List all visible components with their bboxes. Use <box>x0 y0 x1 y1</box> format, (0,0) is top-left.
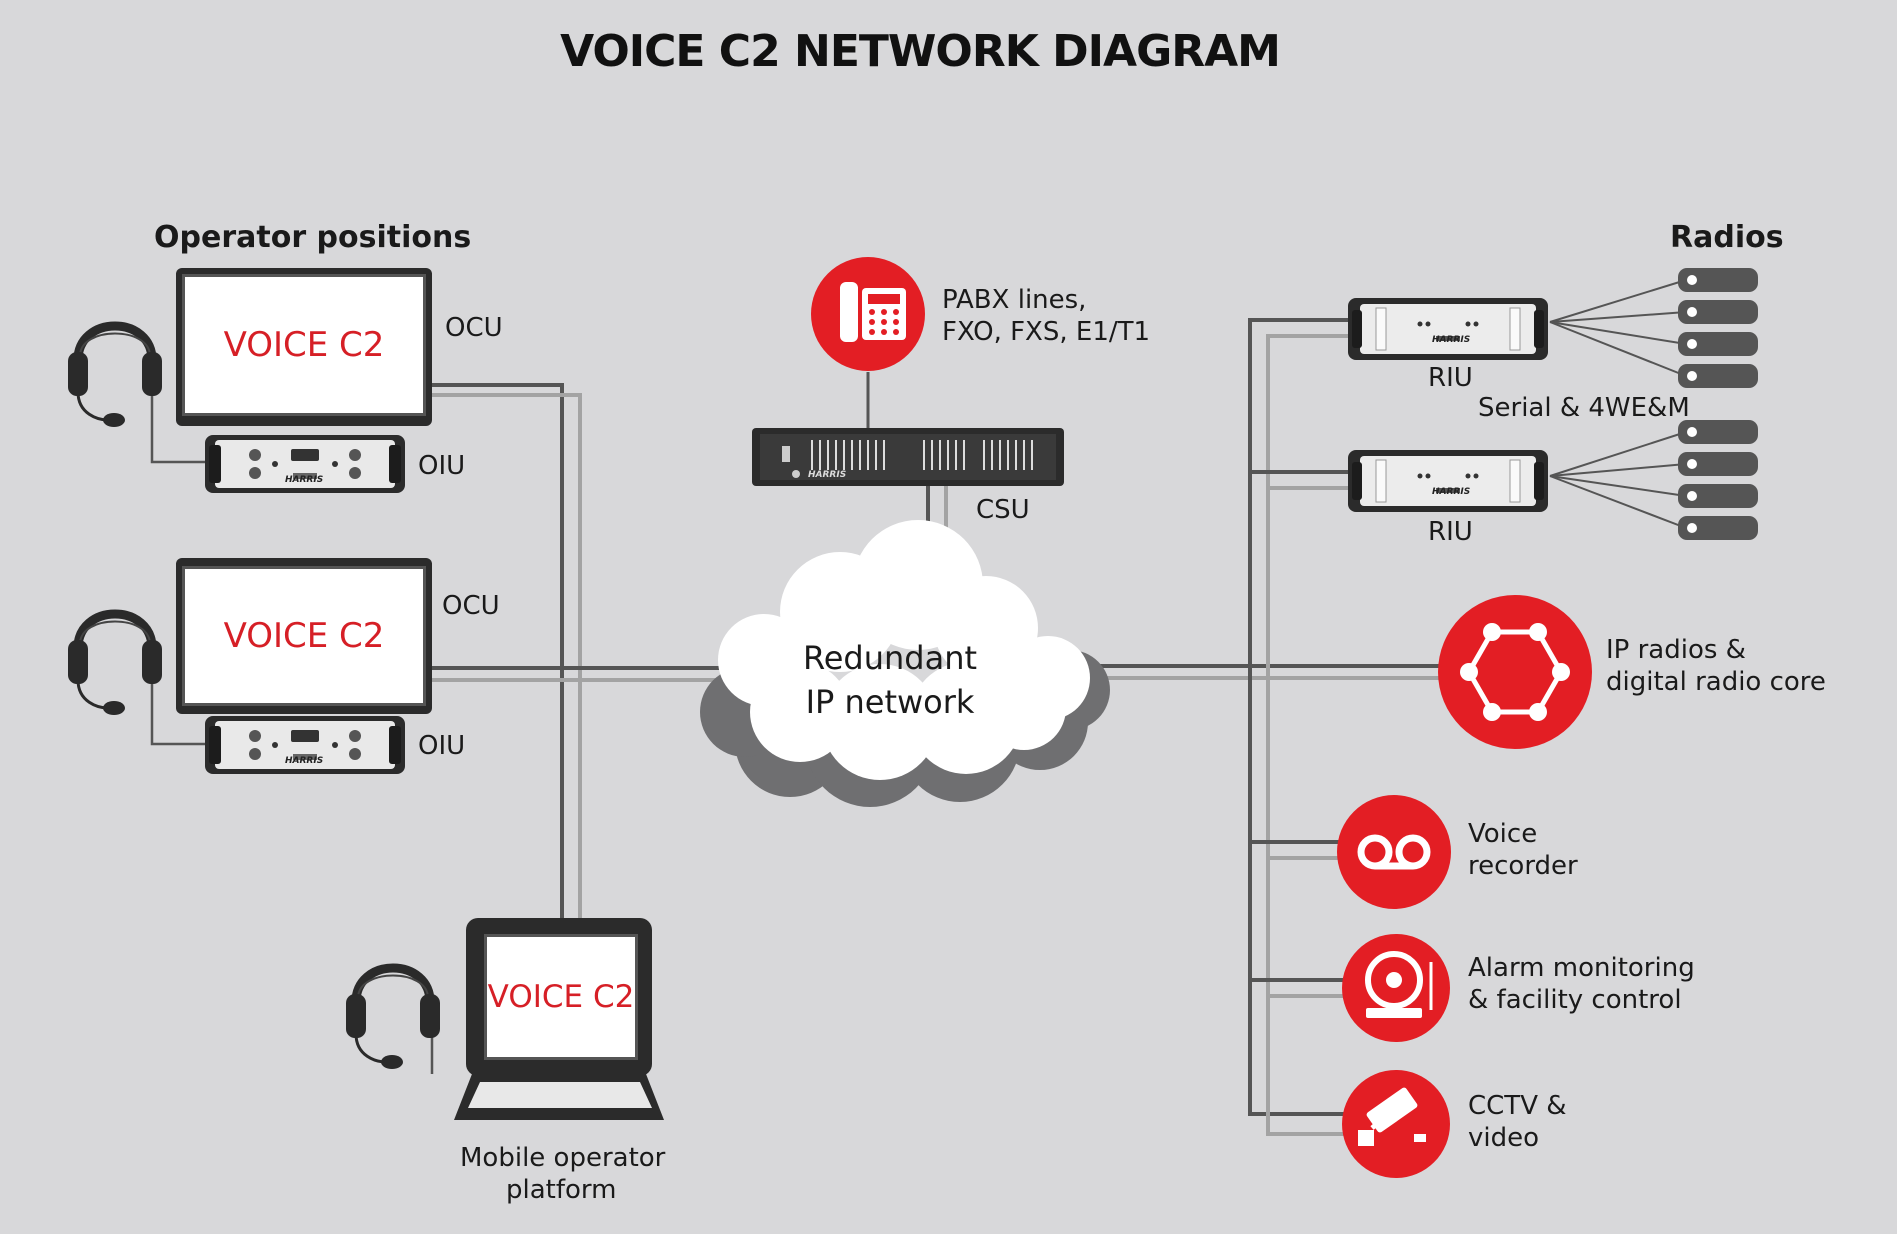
cloud-label-line-1: Redundant <box>802 639 978 677</box>
riu-brand-2: HARRIS <box>1432 487 1471 497</box>
riu-unit-1 <box>1347 297 1549 361</box>
ocu-label-1: OCU <box>445 313 503 343</box>
headset-icon <box>68 614 162 715</box>
mobile-label-line-2: platform <box>506 1175 617 1205</box>
operator-positions-header: Operator positions <box>154 220 472 255</box>
laptop-screen: VOICE C2 <box>484 934 638 1060</box>
oiu-brand-1: HARRIS <box>285 475 324 485</box>
redundant-ip-network-cloud <box>700 520 1110 807</box>
pabx-label-line-1: PABX lines, <box>942 285 1087 315</box>
alarm-bell-icon <box>1342 934 1450 1042</box>
ip-radios-label-line-1: IP radios & <box>1606 635 1746 665</box>
riu-brand-1: HARRIS <box>1432 335 1471 345</box>
radios-header: Radios <box>1670 220 1784 255</box>
headset-icon <box>346 968 440 1069</box>
pabx-label-line-2: FXO, FXS, E1/T1 <box>942 317 1151 347</box>
cloud-label-line-2: IP network <box>805 683 975 721</box>
left-connection-lines <box>150 383 735 1074</box>
ocu-screen-1: VOICE C2 <box>182 274 426 416</box>
pabx-phone-icon <box>811 257 925 371</box>
csu-label: CSU <box>976 495 1030 525</box>
riu-unit-2 <box>1347 449 1549 513</box>
ip-radios-label-line-2: digital radio core <box>1606 667 1826 697</box>
alarm-label-line-2: & facility control <box>1468 985 1682 1015</box>
csu-rack-unit <box>752 428 1064 486</box>
page-title: VOICE C2 NETWORK DIAGRAM <box>560 26 1281 77</box>
serial-label: Serial & 4WE&M <box>1478 393 1690 423</box>
cctv-label-line-1: CCTV & <box>1468 1091 1567 1121</box>
mobile-label-line-1: Mobile operator <box>460 1143 666 1173</box>
csu-brand: HARRIS <box>808 470 847 480</box>
ip-radios-network-icon <box>1438 595 1592 749</box>
oiu-label-1: OIU <box>418 451 466 481</box>
ocu-label-2: OCU <box>442 591 500 621</box>
cloud-label: Redundant IP network <box>780 636 1000 724</box>
alarm-label-line-1: Alarm monitoring <box>1468 953 1695 983</box>
oiu-brand-2: HARRIS <box>285 756 324 766</box>
ocu-screen-2: VOICE C2 <box>182 566 426 706</box>
cctv-label-line-2: video <box>1468 1123 1540 1153</box>
recorder-label-line-2: recorder <box>1468 851 1578 881</box>
riu-label-2: RIU <box>1428 517 1473 547</box>
oiu-label-2: OIU <box>418 731 466 761</box>
headset-icon <box>68 326 162 427</box>
cctv-camera-icon <box>1342 1070 1450 1178</box>
voice-recorder-icon <box>1337 795 1451 909</box>
radio-stack-2 <box>1678 420 1758 540</box>
recorder-label-line-1: Voice <box>1468 819 1538 849</box>
radio-stack-1 <box>1678 268 1758 388</box>
riu-label-1: RIU <box>1428 363 1473 393</box>
right-connection-lines <box>866 279 1687 1136</box>
